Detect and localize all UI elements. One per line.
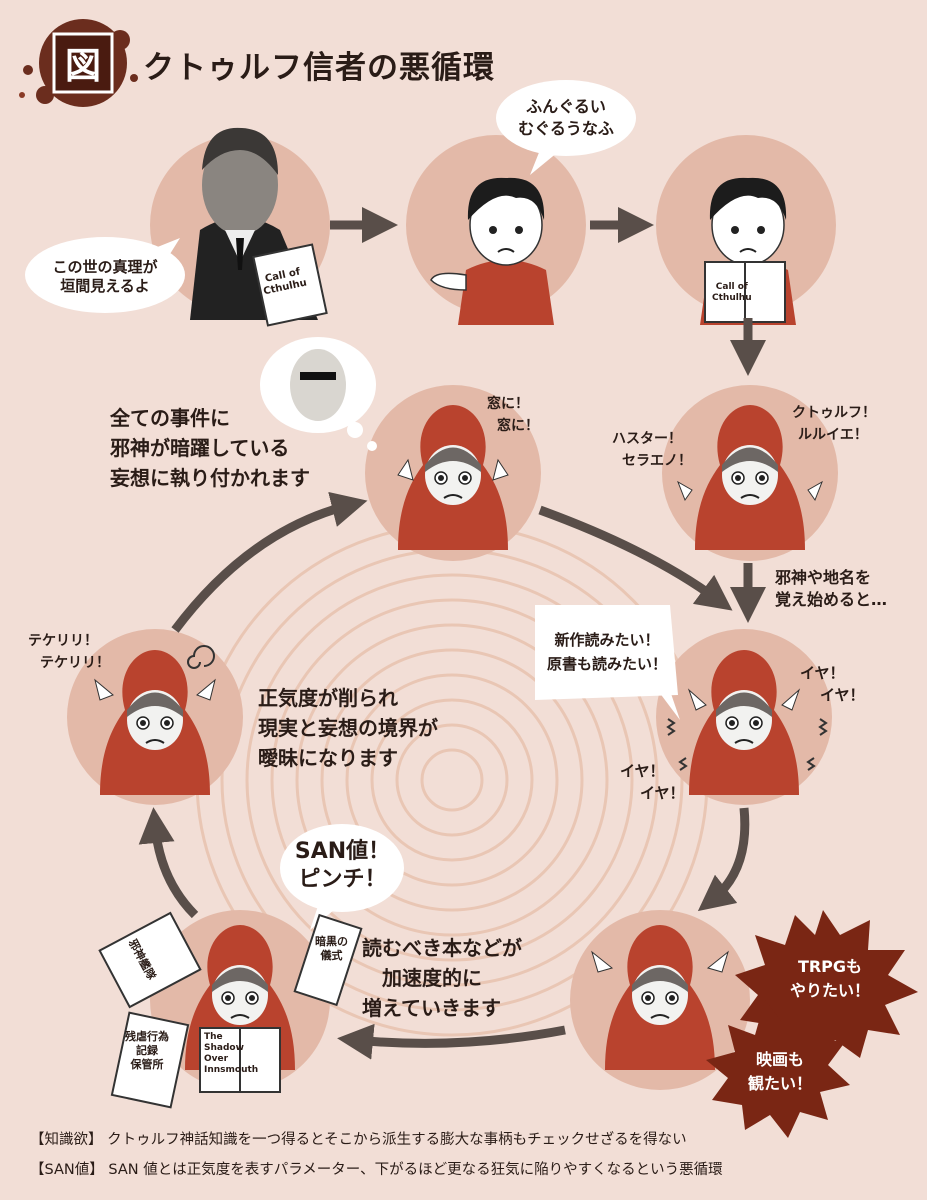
book-title-ankoku: 暗黒の儀式 xyxy=(315,935,348,962)
arrow-trpg-to-san xyxy=(337,1023,566,1060)
header-badge-glyph: 図 xyxy=(64,46,101,87)
call-of-cthulhu-book-1 xyxy=(252,243,328,327)
arrow-tekeli-to-window xyxy=(171,491,368,633)
caption-delusion: 全ての事件に邪神が暗躍している妄想に執り付かれます xyxy=(110,406,310,490)
shout-cthulhu: クトゥルフ！ルルイエ！ xyxy=(792,405,876,443)
footer-line-2-tag: 【SAN値】 xyxy=(30,1162,104,1178)
hooded-figure-iya xyxy=(687,649,801,796)
hooded-figure-tekeli xyxy=(94,649,216,796)
book-jashin-kantai xyxy=(98,911,202,1009)
book-shadow-over-innsmouth xyxy=(199,1027,281,1093)
page-title: クトゥルフ信者の悪循環 xyxy=(143,50,495,86)
bubble-truth-text: この世の真理が垣間見えるよ xyxy=(52,258,158,295)
bubble-newwork-text: 新作読みたい！原書も読みたい！ xyxy=(546,631,667,673)
tremble-marks xyxy=(666,718,828,771)
hooded-figure-window xyxy=(397,404,509,551)
hooded-figure-hastur xyxy=(677,404,823,551)
flow-arrows xyxy=(138,207,766,1060)
book-zanko-koui xyxy=(110,1011,190,1109)
speech-bubble-truth xyxy=(25,237,185,313)
book-title-zanko: 残虐行為記録保管所 xyxy=(125,1030,169,1071)
shout-iya-left: イヤ！イヤ！ xyxy=(620,762,685,802)
arrow-iya-to-trpg xyxy=(697,807,750,912)
shout-hastur: ハスター！セラエノ！ xyxy=(612,431,692,469)
arrow-window-to-iya xyxy=(538,505,733,611)
shout-iya-right: イヤ！イヤ！ xyxy=(800,664,865,704)
footer-line-1: 【知識欲】 クトゥルフ神話知識を一つ得るとそこから派生する膨大な事柄もチェックせ… xyxy=(30,1128,687,1149)
book-ankoku-gishiki xyxy=(293,913,363,1007)
bubble-chant-text: ふんぐるいむぐるうなふ xyxy=(518,97,614,138)
speech-bubble-chant xyxy=(496,80,636,175)
footer-line-1-tag: 【知識欲】 xyxy=(30,1132,103,1148)
header-badge xyxy=(19,19,138,107)
shout-tekeli: テケリリ！テケリリ！ xyxy=(28,633,110,671)
burst-movie xyxy=(706,1000,850,1138)
caption-sanity: 正気度が削られ現実と妄想の境界が曖昧になります xyxy=(258,686,438,770)
burst-trpg-text: TRPGもやりたい！ xyxy=(789,957,870,1000)
caption-books: 読むべき本などが加速度的に増えていきます xyxy=(362,936,522,1020)
shout-window: 窓に！窓に！ xyxy=(487,396,539,434)
caption-memorize: 邪神や地名を覚え始めると… xyxy=(775,568,888,609)
arrow-san-to-tekeli xyxy=(138,807,199,919)
footer-line-2-text: SAN 値とは正気度を表すパラメーター、下がるほど更なる狂気に陥りやすくなるとい… xyxy=(108,1162,723,1178)
burst-movie-text: 映画も観たい！ xyxy=(747,1050,812,1093)
thought-bubble xyxy=(260,337,377,451)
footer-line-2: 【SAN値】 SAN 値とは正気度を表すパラメーター、下がるほど更なる狂気に陥り… xyxy=(30,1158,723,1179)
bubble-san-text: SAN値！ピンチ！ xyxy=(294,839,391,892)
hooded-figure-trpg xyxy=(591,924,729,1071)
speech-bubble-newwork xyxy=(535,605,680,720)
footer-line-1-text: クトゥルフ神話知識を一つ得るとそこから派生する膨大な事柄もチェックせざるを得ない xyxy=(107,1132,687,1148)
swirl-icon xyxy=(187,645,215,669)
boy-chanting xyxy=(430,176,555,326)
